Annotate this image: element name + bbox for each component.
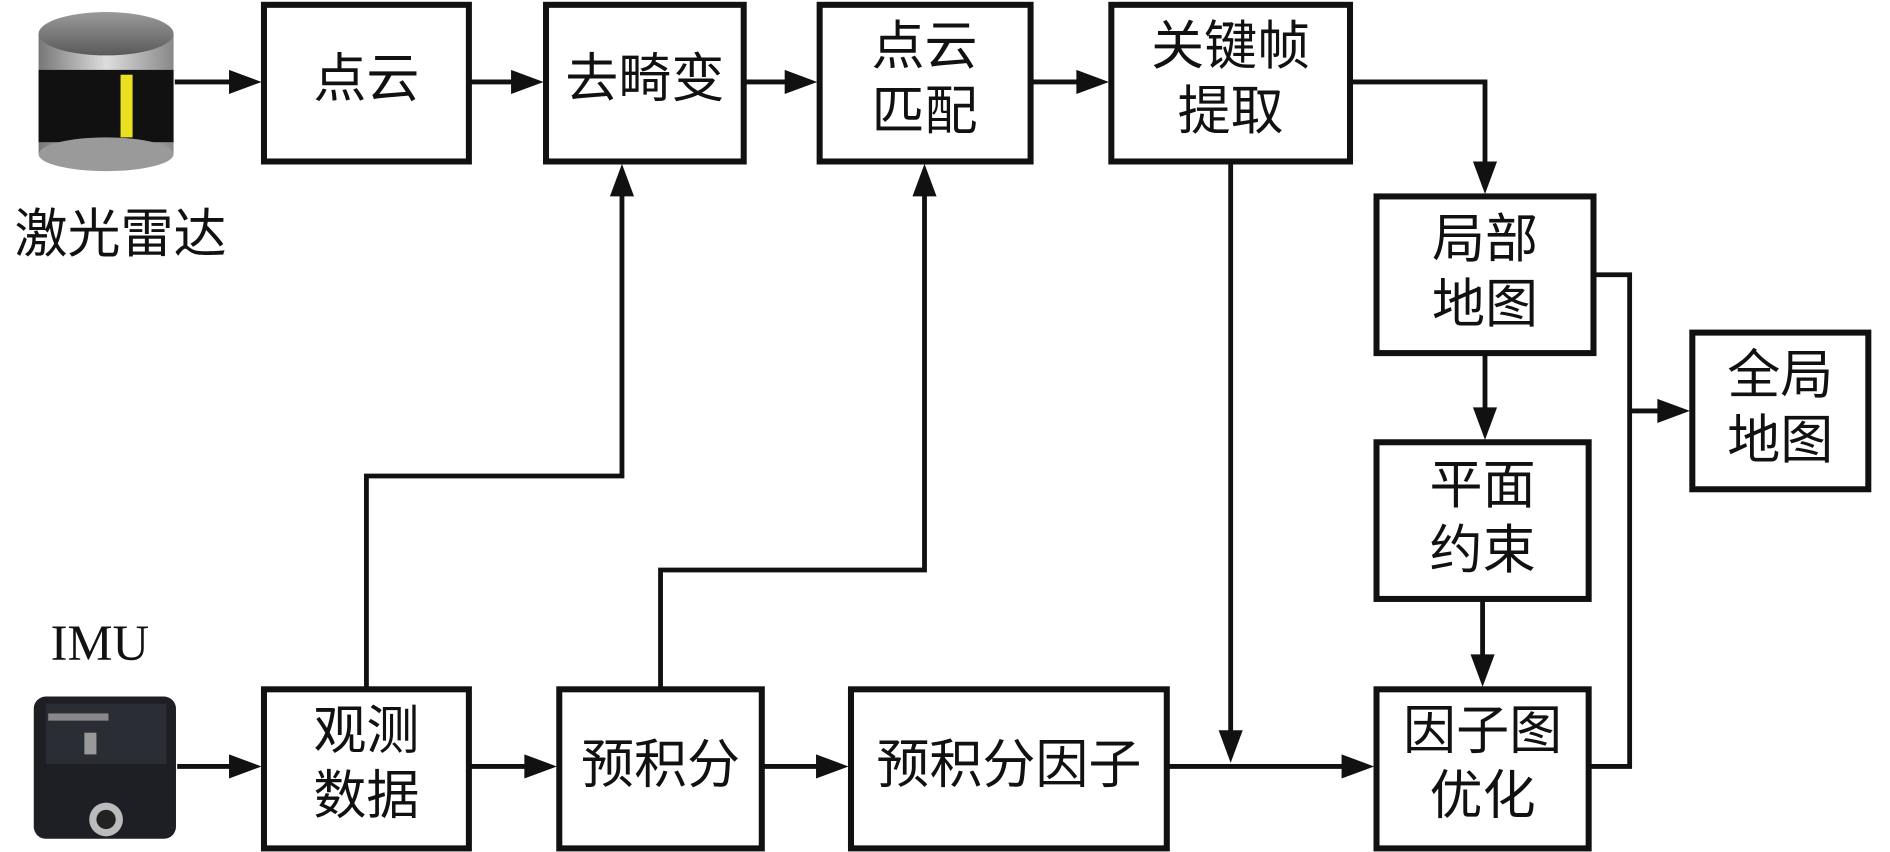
node-keyframe: 关键帧 提取 [1108, 1, 1354, 165]
lidar-label: 激光雷达 [14, 203, 226, 265]
node-factor-graph: 因子图 优化 [1373, 686, 1592, 852]
node-scan-matching: 点云 匹配 [816, 1, 1034, 165]
svg-text:地图: 地图 [1432, 273, 1538, 335]
lidar-icon [38, 12, 174, 172]
svg-text:去畸变: 去畸变 [565, 48, 724, 110]
imu-label: IMU [51, 615, 149, 671]
svg-text:观测: 观测 [313, 700, 419, 762]
svg-text:数据: 数据 [313, 765, 419, 827]
svg-text:提取: 提取 [1178, 80, 1284, 142]
svg-text:地图: 地图 [1727, 409, 1833, 471]
svg-text:点云: 点云 [871, 15, 977, 77]
node-plane-constraint: 平面 约束 [1373, 439, 1592, 602]
svg-text:点云: 点云 [313, 48, 419, 110]
svg-text:因子图: 因子图 [1403, 700, 1562, 762]
svg-text:预积分因子: 预积分因子 [876, 733, 1141, 795]
imu-icon [33, 696, 176, 839]
node-preint-factor: 预积分因子 [847, 686, 1170, 852]
node-local-map: 局部 地图 [1373, 193, 1597, 357]
node-deskew: 去畸变 [543, 1, 747, 165]
node-observation: 观测 数据 [260, 686, 472, 852]
node-global-map: 全局 地图 [1689, 329, 1872, 493]
svg-text:局部: 局部 [1432, 208, 1538, 270]
svg-text:优化: 优化 [1430, 765, 1536, 827]
svg-text:约束: 约束 [1430, 519, 1536, 581]
svg-text:全局: 全局 [1727, 344, 1833, 406]
node-point-cloud: 点云 [260, 1, 472, 165]
svg-text:匹配: 匹配 [871, 80, 977, 142]
svg-text:平面: 平面 [1430, 454, 1536, 516]
connectors [174, 69, 1690, 779]
svg-text:预积分: 预积分 [581, 733, 740, 795]
node-preintegration: 预积分 [556, 686, 765, 852]
svg-text:关键帧: 关键帧 [1151, 15, 1310, 77]
